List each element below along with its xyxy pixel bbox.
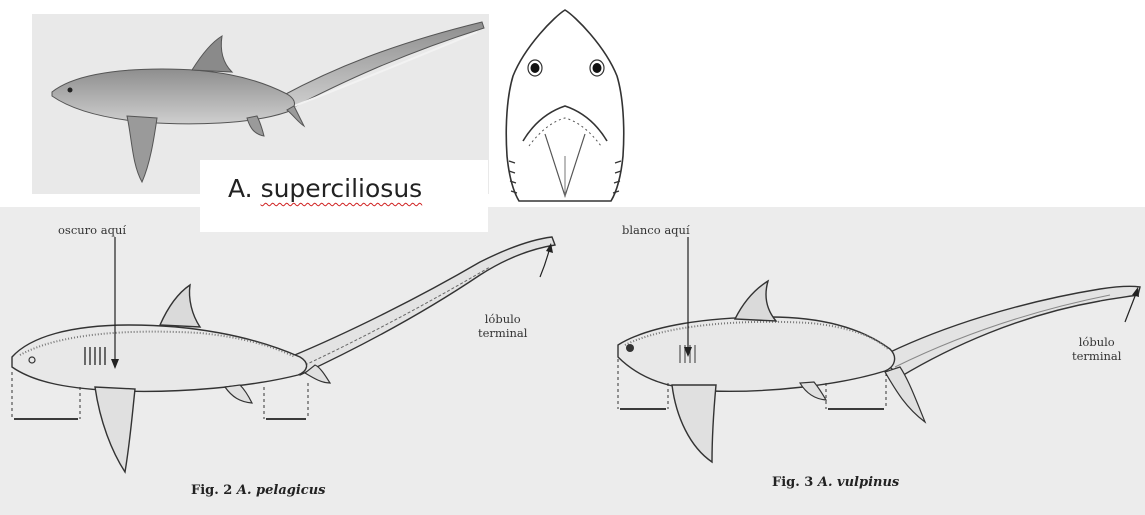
fig3-caption-species: A. vulpinus [818, 475, 899, 490]
vulpinus-tail [880, 286, 1140, 377]
vulpinus-white-callout: blanco aquí [622, 223, 690, 237]
pelagicus-dark-callout: oscuro aquí [58, 223, 126, 237]
pelvic-fin [247, 116, 264, 136]
species-label-box: A. superciliosus [200, 160, 488, 232]
fig3-caption: Fig. 3 A. vulpinus [772, 475, 899, 490]
shark-body [52, 69, 295, 124]
species-genus: A. [228, 174, 253, 203]
vulpinus-dorsal-fin [735, 281, 776, 321]
fig2-caption-species: A. pelagicus [237, 483, 326, 498]
dorsal-fin [192, 36, 232, 72]
pelagicus-shark-drawing [12, 237, 555, 472]
vulpinus-pectoral-fin [672, 385, 716, 462]
pelagicus-body [12, 325, 307, 391]
pelagicus-lobe-callout: lóbulo terminal [478, 312, 527, 340]
pelagicus-pelvic-fin [225, 385, 252, 403]
fig2-caption-prefix: Fig. 2 [191, 483, 232, 498]
comparison-drawings [0, 207, 1145, 515]
head-outline-drawing [495, 6, 635, 206]
pelagicus-lobe-line2: terminal [478, 326, 527, 340]
left-eye-pupil [531, 63, 540, 73]
vulpinus-lobe-line2: terminal [1072, 349, 1121, 363]
vulpinus-lobe-line1: lóbulo [1072, 335, 1121, 349]
pelagicus-pectoral-fin [95, 387, 135, 472]
head-ventral-view [495, 6, 635, 206]
vulpinus-tail-lower [885, 367, 925, 422]
tail-upper-lobe [282, 22, 484, 109]
pelagicus-bracket-2-dashes [264, 383, 308, 419]
pelagicus-dorsal-fin [160, 285, 200, 327]
right-eye-pupil [593, 63, 602, 73]
tail-lower-lobe [287, 106, 304, 126]
fig2-caption: Fig. 2 A. pelagicus [191, 483, 325, 498]
species-label: A. superciliosus [228, 174, 422, 203]
shark-eye [68, 88, 73, 93]
vulpinus-shark-drawing [618, 237, 1140, 462]
vulpinus-lobe-callout: lóbulo terminal [1072, 335, 1121, 363]
vulpinus-eye [626, 344, 634, 352]
comparison-figures: oscuro aquí lóbulo terminal Fig. 2 A. pe… [0, 207, 1145, 515]
tail-highlight [294, 32, 477, 106]
pelagicus-tail [290, 237, 555, 375]
pectoral-fin [127, 116, 157, 182]
fig3-caption-prefix: Fig. 3 [772, 475, 813, 490]
vulpinus-body [618, 317, 895, 391]
species-epithet: superciliosus [261, 174, 423, 203]
pelagicus-lobe-line1: lóbulo [478, 312, 527, 326]
